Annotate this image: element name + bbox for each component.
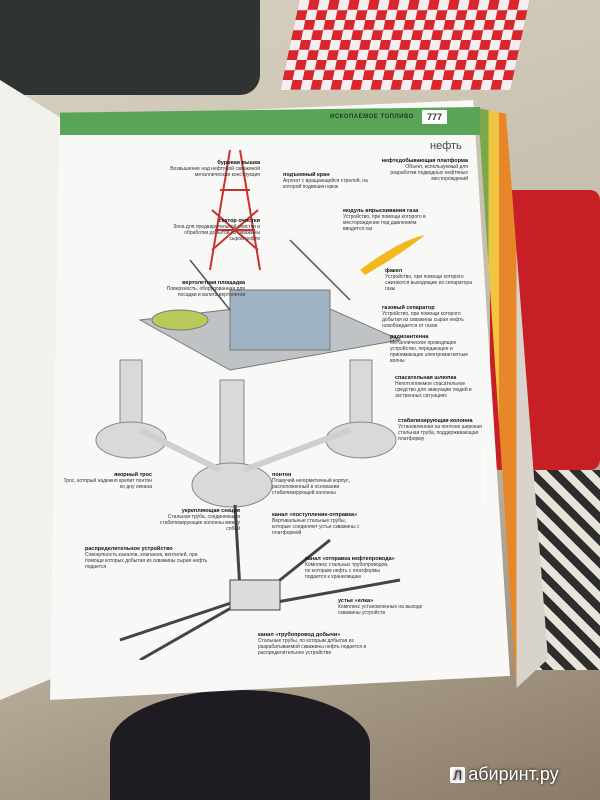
stencil-ruler — [0, 0, 260, 95]
columns — [95, 359, 397, 508]
label-riser: канал «поступление-отправка»Вертикальные… — [272, 512, 360, 536]
watermark-logo: Л — [450, 767, 466, 783]
cranes — [189, 239, 351, 311]
side-tab: ЭНЕРГОРЕСУРСЫ — [482, 450, 488, 504]
label-tree: устье «елка»Комплекс установленных на вы… — [338, 598, 423, 616]
chapter-title: ИСКОПАЕМОЕ ТОПЛИВО — [330, 114, 414, 120]
page-number: 777 — [422, 110, 448, 124]
section-title: нефть — [430, 140, 462, 152]
left-page — [0, 80, 60, 700]
derrick — [209, 149, 261, 271]
deck — [138, 289, 402, 371]
person-legs — [110, 690, 370, 800]
pipelines — [119, 504, 401, 660]
flare-flame — [360, 235, 425, 275]
checkered-cloth — [280, 0, 530, 90]
label-production: канал «трубопровод добычи»Стальные трубы… — [258, 632, 367, 656]
label-export: канал «отправка нефтепровода»Комплекс ст… — [305, 556, 395, 580]
oil-platform-illustration — [95, 149, 425, 660]
